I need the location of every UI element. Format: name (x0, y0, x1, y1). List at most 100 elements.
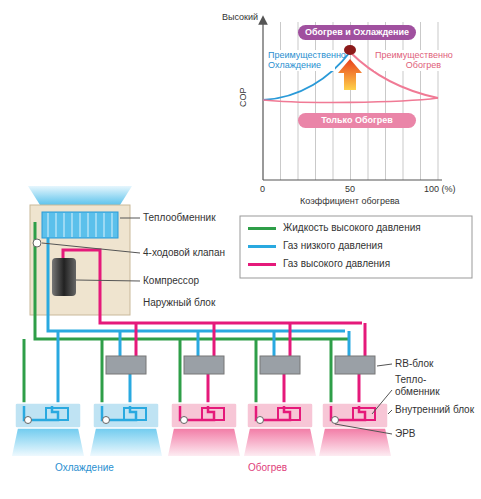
label-text: Охлаждение (55, 462, 114, 474)
drawing-part (278, 408, 300, 420)
label-text: Тепло- обменник (395, 374, 451, 397)
drawing-part (333, 22, 334, 180)
drawing-part (335, 356, 375, 374)
drawing-part (96, 213, 97, 237)
drawing-part (420, 22, 421, 180)
node-text: Обогрев и Охлаждение (305, 27, 409, 37)
drawing-part (344, 45, 356, 55)
drawing-part (93, 403, 159, 428)
drawing-part (289, 323, 292, 357)
drawing-part (33, 239, 41, 247)
label-text: Коэффициент обогрева (300, 196, 400, 206)
label-text: ЭРВ (395, 428, 416, 440)
drawing-part (119, 331, 122, 357)
label-text: 50 (345, 184, 355, 194)
drawing-part (353, 408, 375, 420)
drawing-part (101, 339, 104, 406)
drawing-part (315, 22, 316, 180)
drawing-part (168, 428, 240, 456)
node-text: Только Обогрев (321, 115, 393, 125)
drawing-part (335, 424, 392, 434)
drawing-part (171, 403, 237, 428)
drawing-part (263, 179, 442, 180)
label-text: Высокий (222, 12, 258, 22)
drawing-part (179, 339, 182, 406)
drawing-part (332, 417, 339, 424)
drawing-part (30, 205, 130, 315)
drawing-part (25, 417, 32, 424)
drawing-part (283, 374, 286, 406)
label-text: Компрессор (143, 275, 199, 287)
drawing-part (42, 212, 118, 238)
legend-text: Газ высокого давления (283, 258, 390, 270)
label-text: Внутренний блок (395, 404, 474, 416)
drawing-part (330, 339, 333, 406)
drawing-part (52, 258, 76, 296)
drawing-part (88, 213, 89, 237)
drawing-part (438, 22, 439, 180)
drawing-part (273, 331, 276, 357)
drawing-part (240, 216, 472, 278)
node-text: Наружный блок (143, 297, 215, 309)
label-text: COP (238, 87, 248, 107)
drawing-part (364, 323, 367, 357)
drawing-part (197, 331, 200, 357)
drawing-part (202, 408, 224, 420)
mode-band: Обогрев и Охлаждение (298, 25, 416, 40)
drawing-part (90, 428, 162, 456)
drawing-part (103, 417, 110, 424)
drawing-part (104, 213, 105, 237)
drawing-part (298, 22, 299, 180)
drawing-part (12, 323, 391, 456)
legend-swatch (248, 227, 276, 230)
drawing-part (135, 323, 138, 357)
drawing-part (207, 374, 210, 406)
drawing-part (257, 417, 264, 424)
drawing-part (247, 403, 313, 428)
drawing-part (56, 213, 57, 237)
drawing-part (48, 213, 49, 237)
drawing-part (120, 218, 140, 219)
drawing-part (72, 213, 73, 237)
drawing-part (80, 213, 81, 237)
drawing-part (64, 213, 65, 237)
drawing-part (372, 390, 392, 414)
drawing-part (46, 408, 68, 420)
drawing-part (213, 323, 216, 357)
label-text: 0 (260, 184, 265, 194)
drawing-part (112, 213, 113, 237)
label-text: 100 (%) (424, 184, 456, 194)
legend-text: Газ низкого давления (283, 240, 383, 252)
label-text: 4-ходовой клапан (143, 247, 225, 259)
drawing-part (106, 356, 146, 374)
drawing-part (377, 364, 392, 366)
drawing-part (57, 331, 60, 406)
drawing-part (338, 59, 362, 90)
drawing-part (368, 22, 369, 180)
drawing-part (12, 428, 84, 456)
drawing-part (184, 356, 224, 374)
drawing-part (244, 428, 316, 456)
drawing-part (129, 374, 132, 406)
drawing-part (28, 186, 132, 205)
drawing-part (48, 213, 112, 237)
label-text: Теплообменник (143, 212, 216, 224)
label-text: RB-блок (395, 358, 433, 370)
drawing-part (76, 280, 140, 281)
drawing-part (181, 417, 188, 424)
drawing-part (15, 403, 81, 428)
outdoor-unit: Наружный блок (30, 205, 130, 315)
legend-swatch (248, 245, 276, 248)
drawing-part (42, 243, 140, 253)
drawing-part (23, 339, 26, 406)
drawing-part (348, 331, 351, 357)
label-text: Обогрев (248, 462, 287, 474)
drawing-part (358, 374, 361, 406)
label-text: Преимущественно Охлаждение (267, 50, 335, 71)
drawing-part (260, 356, 300, 374)
mode-band: Только Обогрев (298, 113, 416, 128)
legend-text: Жидкость высокого давления (283, 222, 421, 234)
drawing-part (388, 410, 392, 414)
drawing-part (255, 339, 258, 406)
